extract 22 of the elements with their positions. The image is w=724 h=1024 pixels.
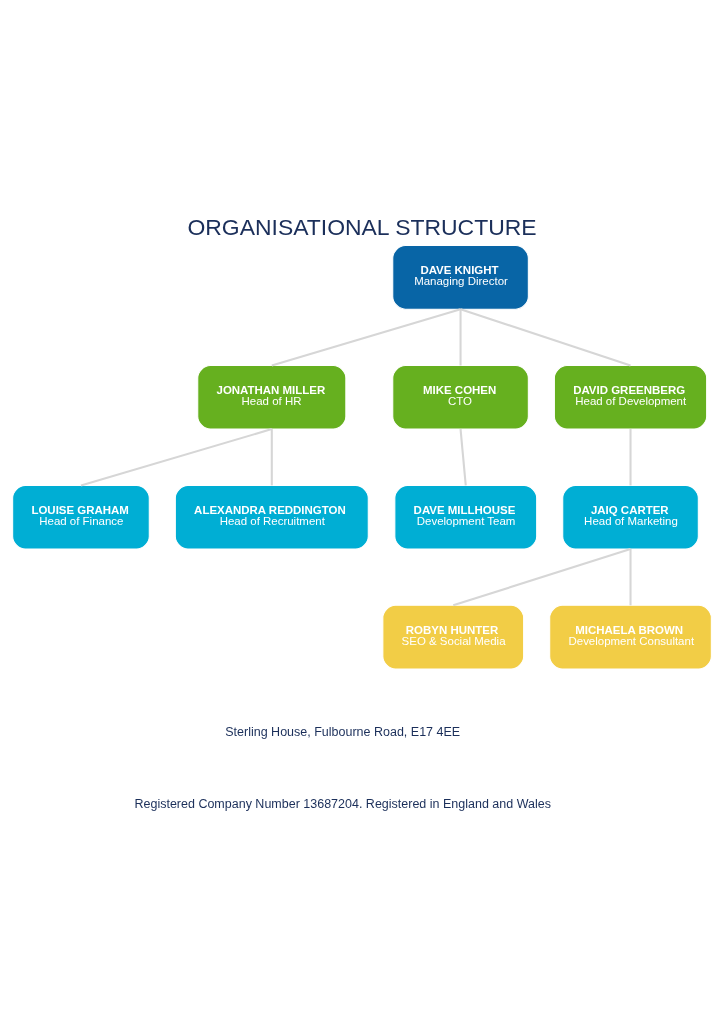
connector	[459, 428, 467, 485]
node-box: MIKE COHEN CTO	[392, 364, 529, 430]
connector	[459, 308, 462, 365]
label: Registered Company Number 13687204. Registered in England and Wales	[134, 796, 551, 811]
connector	[80, 427, 273, 486]
node-box: ALEXANDRA REDDINGTON Head of Recruitment	[174, 484, 369, 549]
diagram-title: ORGANISATIONAL STRUCTURE	[187, 213, 537, 240]
node-box: DAVE KNIGHT Managing Director	[392, 244, 529, 310]
node-box: LOUISE GRAHAM Head of Finance	[12, 484, 150, 549]
connector	[629, 428, 632, 485]
node-box: DAVE MILLHOUSE Development Team	[394, 484, 538, 549]
node-box: ROBYN HUNTER SEO & Social Media	[382, 604, 525, 669]
connector	[460, 307, 631, 366]
connector	[270, 428, 273, 485]
node-box: JAIQ CARTER Head of Marketing	[562, 484, 699, 549]
connector	[629, 548, 632, 605]
connector	[452, 547, 631, 606]
node-box: JONATHAN MILLER Head of HR	[197, 364, 347, 430]
connector	[271, 307, 461, 366]
node-box: DAVID GREENBERG Head of Development	[553, 364, 708, 430]
node-box: MICHAELA BROWN Development Consultant	[549, 604, 712, 669]
label: Sterling House, Fulbourne Road, E17 4EE	[225, 724, 461, 739]
